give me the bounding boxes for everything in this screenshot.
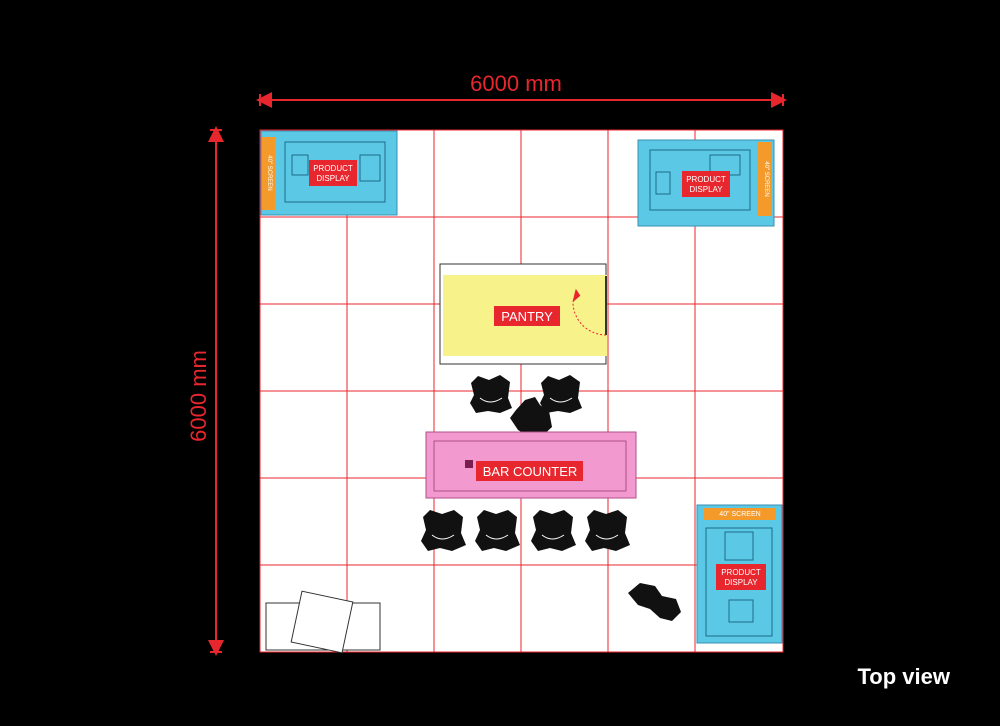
height-dimension: 6000 mm: [186, 126, 224, 656]
entrance-doors: [265, 590, 381, 654]
stool-group-back: [470, 375, 582, 413]
plant-decoration: [628, 583, 681, 621]
screen-label-top-right: 40" SCREEN: [763, 161, 769, 196]
product-display-label: DISPLAY: [316, 174, 350, 183]
product-display-label: DISPLAY: [689, 185, 723, 194]
stool: [540, 375, 582, 413]
stool: [531, 510, 576, 551]
stool: [585, 510, 630, 551]
screen-label-top-left: 40" SCREEN: [266, 155, 272, 190]
grid-lines: [259, 129, 784, 653]
stool: [470, 375, 512, 413]
stool-group-front: [421, 510, 630, 551]
product-display-top-left: 40" SCREEN PRODUCT DISPLAY: [260, 130, 398, 216]
product-display-label: DISPLAY: [724, 578, 758, 587]
width-label: 6000 mm: [470, 71, 562, 96]
screen-label-bottom-right: 40" SCREEN: [719, 511, 760, 518]
pantry: PANTRY: [439, 263, 607, 365]
view-label: Top view: [857, 664, 951, 689]
width-dimension: 6000 mm: [256, 71, 787, 108]
product-display-label: PRODUCT: [686, 175, 726, 184]
stool: [475, 510, 520, 551]
product-display-top-right: 40" SCREEN PRODUCT DISPLAY: [637, 139, 775, 227]
height-label: 6000 mm: [186, 350, 211, 442]
product-display-label: PRODUCT: [721, 568, 761, 577]
person-figure: [510, 397, 552, 438]
bar-counter-label: BAR COUNTER: [483, 464, 578, 479]
product-display-label: PRODUCT: [313, 164, 353, 173]
product-display-bottom-right: 40" SCREEN PRODUCT DISPLAY: [696, 504, 783, 644]
pantry-label: PANTRY: [501, 309, 553, 324]
bar-counter: BAR COUNTER: [425, 431, 637, 499]
stool: [421, 510, 466, 551]
